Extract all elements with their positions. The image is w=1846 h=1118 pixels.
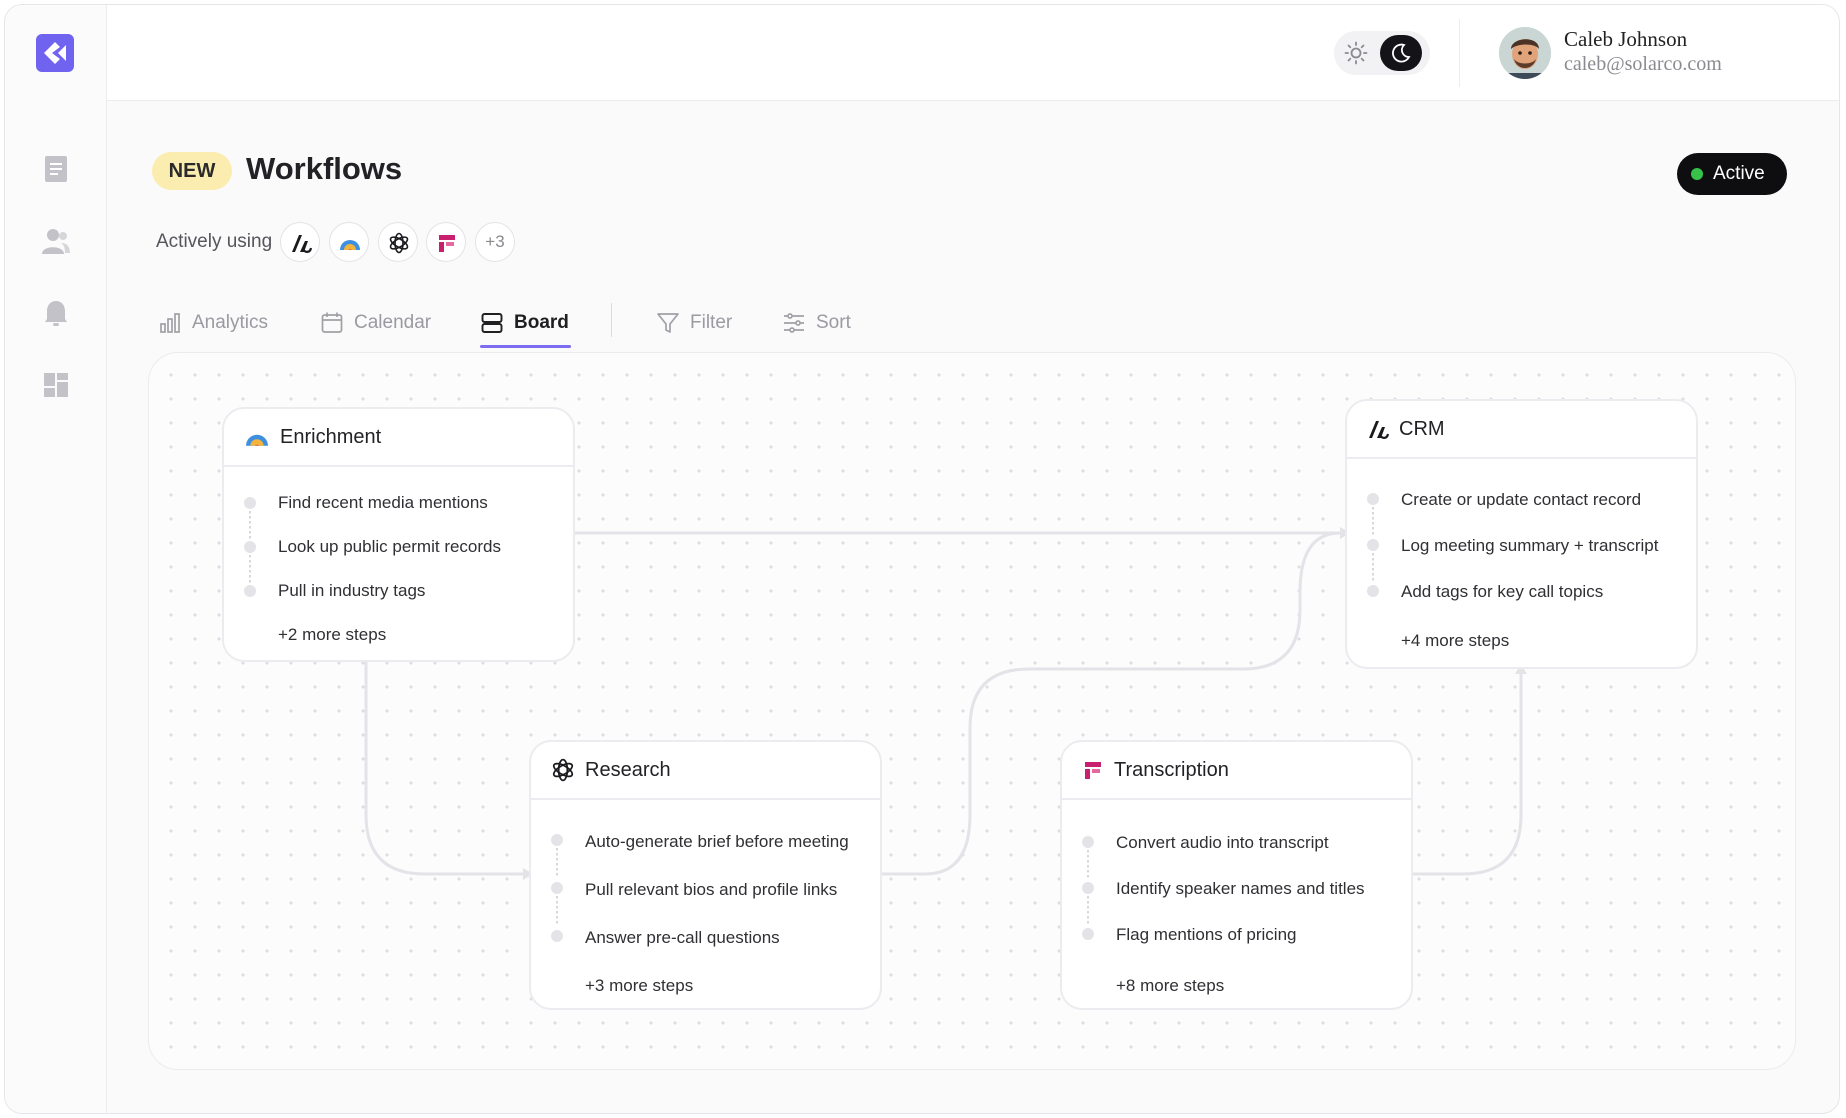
list-item: Log meeting summary + transcript	[1347, 523, 1696, 581]
openai-icon	[389, 232, 409, 254]
list-item: Answer pre-call questions	[531, 914, 880, 962]
app-chip-crm[interactable]	[280, 222, 320, 262]
list-item: Auto-generate brief before meeting	[531, 818, 880, 876]
workflow-card-research[interactable]: Research Auto-generate brief before meet…	[529, 740, 882, 1010]
app-chip-research[interactable]	[378, 222, 418, 262]
workflow-card-transcription[interactable]: Transcription Convert audio into transcr…	[1060, 740, 1413, 1010]
list-item: Pull in industry tags	[224, 569, 573, 613]
status-label: Active	[1713, 163, 1765, 184]
tab-label: Board	[514, 312, 569, 333]
tab-label: Analytics	[192, 312, 269, 333]
tab-sort[interactable]: Sort	[782, 306, 851, 340]
tab-label: Filter	[690, 312, 733, 333]
card-title: Enrichment	[280, 425, 382, 448]
tab-label: Calendar	[354, 312, 432, 333]
more-steps-link[interactable]: +2 more steps	[278, 625, 387, 644]
actively-using-label: Actively using	[156, 231, 273, 252]
bar-chart-icon	[160, 313, 180, 333]
list-item: Create or update contact record	[1347, 477, 1696, 535]
enrichment-app-icon	[340, 240, 360, 250]
list-item: Identify speaker names and titles	[1062, 866, 1411, 924]
active-tab-indicator	[480, 345, 571, 348]
list-item: Find recent media mentions	[224, 481, 573, 539]
openai-icon	[552, 758, 574, 782]
filter-icon	[657, 313, 679, 333]
card-header: Enrichment	[224, 409, 573, 467]
document-icon[interactable]	[42, 155, 70, 183]
list-item: Add tags for key call topics	[1347, 569, 1696, 615]
list-item: Pull relevant bios and profile links	[531, 866, 880, 924]
app-chip-enrichment[interactable]	[329, 222, 369, 262]
crm-app-icon	[292, 235, 312, 253]
card-header: CRM	[1347, 401, 1696, 459]
sidebar	[5, 5, 107, 1113]
moon-icon[interactable]	[1380, 35, 1422, 71]
user-name: Caleb Johnson	[1564, 27, 1688, 51]
tab-calendar[interactable]: Calendar	[320, 306, 431, 340]
tab-analytics[interactable]: Analytics	[158, 306, 268, 340]
tab-filter[interactable]: Filter	[656, 306, 732, 340]
more-apps-chip[interactable]: +3	[475, 222, 515, 262]
card-title: CRM	[1399, 417, 1445, 440]
workflow-card-enrichment[interactable]: Enrichment Find recent media mentions Lo…	[222, 407, 575, 662]
page-title: Workflows	[246, 151, 403, 186]
dashboard-icon[interactable]	[42, 371, 70, 399]
user-email: caleb@solarco.com	[1564, 53, 1722, 75]
sun-icon[interactable]	[1344, 41, 1368, 65]
bell-icon[interactable]	[42, 299, 70, 327]
card-header: Transcription	[1062, 742, 1411, 800]
card-header: Research	[531, 742, 880, 800]
app-chip-transcription[interactable]	[426, 222, 466, 262]
new-badge: NEW	[152, 152, 232, 190]
avatar[interactable]	[1499, 27, 1551, 79]
more-steps-link[interactable]: +8 more steps	[1116, 976, 1225, 995]
card-title: Transcription	[1114, 758, 1229, 781]
workflow-card-crm[interactable]: CRM Create or update contact record Log …	[1345, 399, 1698, 669]
status-badge[interactable]: Active	[1677, 153, 1787, 195]
top-bar: Caleb Johnson caleb@solarco.com	[107, 5, 1839, 101]
users-icon[interactable]	[42, 227, 70, 255]
more-steps-link[interactable]: +4 more steps	[1401, 631, 1510, 650]
list-item: Look up public permit records	[224, 525, 573, 583]
app-logo[interactable]	[36, 34, 74, 72]
card-title: Research	[585, 758, 671, 781]
calendar-icon	[321, 312, 343, 333]
sort-icon	[784, 313, 804, 333]
list-item: Flag mentions of pricing	[1062, 912, 1411, 958]
tab-separator	[611, 303, 612, 337]
transcription-app-icon	[439, 235, 455, 252]
transcription-app-icon	[1085, 762, 1101, 779]
more-steps-link[interactable]: +3 more steps	[585, 976, 694, 995]
crm-app-icon	[1369, 421, 1389, 439]
tab-label: Sort	[816, 312, 851, 333]
board-icon	[481, 313, 503, 333]
tab-board[interactable]: Board	[480, 306, 569, 340]
theme-toggle[interactable]	[1334, 31, 1430, 75]
enrichment-app-icon	[246, 434, 268, 446]
status-dot	[1691, 168, 1703, 180]
topbar-divider	[1459, 19, 1460, 87]
list-item: Convert audio into transcript	[1062, 820, 1411, 878]
